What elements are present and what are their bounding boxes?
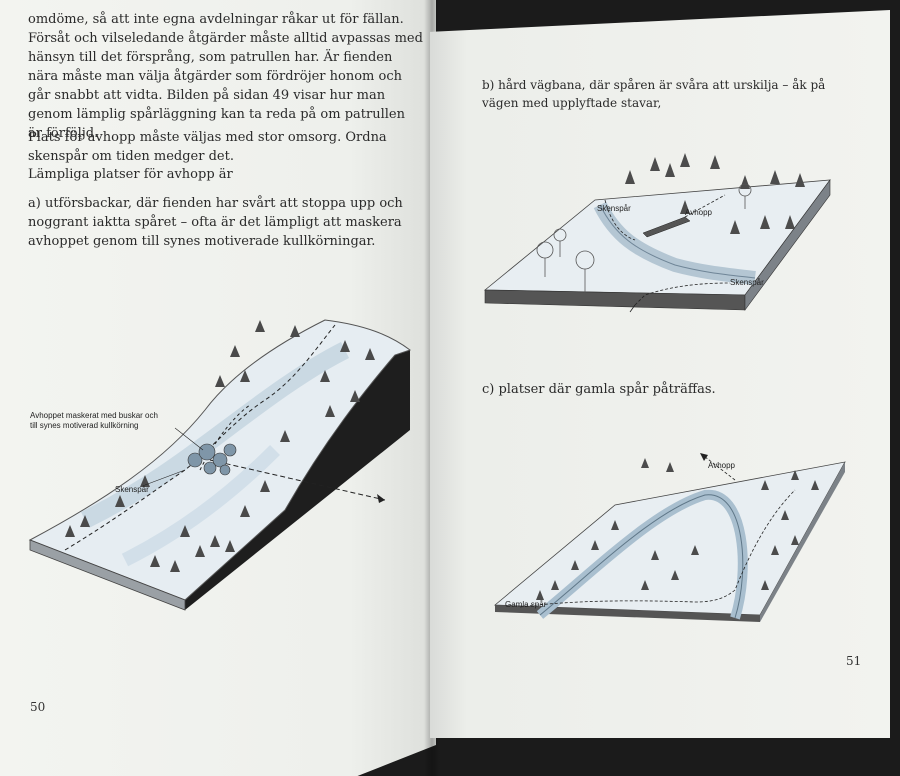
figure-b-skenspar-right: Skenspår: [730, 278, 764, 287]
figure-c-avhopp: Avhopp: [708, 461, 736, 470]
figure-b-snow-surface: [483, 179, 831, 296]
figure-b-deciduous-trees: [536, 183, 752, 295]
figure-c-snow-surface: [493, 461, 846, 616]
figure-c-gamla-spar: Gamla spår: [505, 600, 547, 609]
figure-a-bushes: [187, 443, 237, 476]
right-page: [430, 10, 890, 738]
figure-a-arrow: [209, 459, 386, 501]
figure-b-road: Skenspår Avhopp Skenspår: [483, 153, 831, 313]
paragraph-4: a) utförsbackar, där fienden har svårt a…: [28, 196, 403, 249]
figure-b-skenspar-left: Skenspår: [597, 204, 631, 213]
figure-b-trees: [625, 153, 805, 234]
left-page: omdöme, så att inte egna avdelningar råk…: [0, 0, 436, 776]
figure-a-skenspar-label: Skenspår: [115, 485, 149, 494]
page-number-left: 50: [30, 700, 46, 714]
figure-a-track: [64, 324, 336, 551]
figure-c-old-tracks: Gamla spår Avhopp: [493, 452, 846, 622]
figure-a-downhill: Avhoppet maskerat med buskar och till sy…: [28, 319, 412, 611]
figure-a-annotation-line2: till synes motiverad kullkörning: [30, 421, 139, 430]
caption-c: c) platser där gamla spår påträffas.: [482, 382, 716, 397]
figure-b-avhopp: Avhopp: [685, 208, 713, 217]
paragraph-1: omdöme, så att inte egna avdelningar råk…: [28, 12, 423, 141]
figure-c-trees: [536, 458, 819, 600]
figure-a-trees: [65, 320, 375, 572]
figure-b-vehicle: [642, 216, 691, 238]
caption-b: b) hård vägbana, där spåren är svåra att…: [482, 78, 826, 110]
paragraph-3: Lämpliga platser för avhopp är: [28, 167, 233, 182]
figure-a-annotation-line1: Avhoppet maskerat med buskar och: [30, 411, 158, 420]
page-number-right: 51: [846, 654, 862, 668]
paragraph-2: Plats för avhopp måste väljas med stor o…: [28, 130, 387, 164]
